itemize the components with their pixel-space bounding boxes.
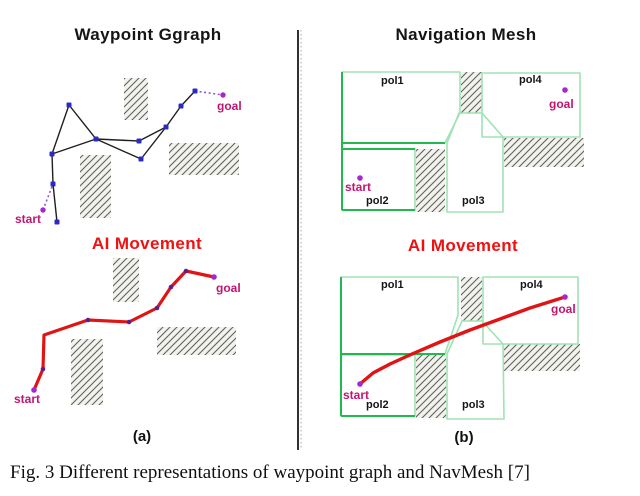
- goal-dot: [562, 87, 568, 93]
- pol1-label-navmesh: pol1: [381, 75, 404, 87]
- waypoint-node: [66, 102, 72, 108]
- waypoint-node: [192, 88, 198, 94]
- path-node: [40, 366, 46, 372]
- pol2-label-navmesh: pol2: [366, 195, 389, 207]
- waypoint-node: [136, 138, 142, 144]
- graph-edge: [165, 105, 182, 128]
- dashed-link: [42, 183, 54, 211]
- pol2-label-movement-b: pol2: [366, 399, 389, 411]
- pol3-label-navmesh: pol3: [462, 195, 485, 207]
- ai-movement-title-a: AI Movement: [91, 234, 203, 253]
- waypoint-node: [138, 156, 144, 162]
- waypoint-node: [49, 151, 55, 157]
- goal-dot: [220, 92, 226, 98]
- start-label-navmesh: start: [345, 180, 372, 194]
- movement-b-pol4-polygon: [482, 276, 579, 345]
- waypoint-graph-obstacle: [169, 143, 239, 175]
- navmesh-obstacle: [504, 138, 584, 167]
- pol3-label-movement-b: pol3: [462, 399, 485, 411]
- navmesh-pol4-polygon: [481, 72, 581, 138]
- start-dot: [357, 175, 363, 181]
- path-node: [183, 268, 189, 274]
- start-label-movement-a: start: [14, 392, 41, 406]
- panel-letter-b: (b): [454, 429, 474, 446]
- graph-edge: [138, 126, 167, 142]
- waypoint-node: [50, 181, 56, 187]
- waypoint-graph-title: Waypoint Ggraph: [74, 25, 222, 44]
- navigation-mesh-title: Navigation Mesh: [395, 25, 537, 44]
- dashed-link: [194, 90, 224, 96]
- pol4-label-movement-b: pol4: [520, 279, 543, 291]
- goal-dot: [211, 274, 217, 280]
- path-node: [85, 317, 91, 323]
- start-dot: [357, 381, 363, 387]
- path-node: [154, 305, 160, 311]
- graph-edge: [180, 90, 196, 107]
- movement-a-obstacle: [157, 327, 236, 355]
- goal-label-navmesh: goal: [549, 97, 574, 111]
- graph-edge: [51, 138, 97, 155]
- panel-letter-a: (a): [132, 428, 152, 445]
- movement-b-obstacle: [461, 277, 482, 321]
- movement-b-obstacle: [504, 344, 580, 371]
- movement-b-pol3-polygon: [446, 320, 505, 420]
- path-node: [168, 284, 174, 290]
- goal-label-waypoint: goal: [217, 99, 242, 113]
- start-label-waypoint: start: [15, 212, 42, 226]
- waypoint-graph-obstacle: [124, 78, 148, 120]
- goal-dot: [562, 294, 568, 300]
- waypoint-node: [54, 219, 60, 225]
- waypoint-node: [178, 103, 184, 109]
- graph-edge: [95, 138, 142, 160]
- path-node: [126, 319, 132, 325]
- goal-label-movement-b: goal: [551, 302, 576, 316]
- movement-b-obstacle: [416, 355, 446, 418]
- navmesh-obstacle: [461, 72, 482, 113]
- graph-edge: [140, 126, 167, 160]
- figure-caption: Fig. 3 Different representations of wayp…: [10, 462, 530, 483]
- graph-edge: [51, 153, 54, 185]
- movement-path-b: [358, 295, 567, 386]
- movement-a-obstacle: [71, 339, 103, 405]
- pol4-label-navmesh: pol4: [519, 74, 542, 86]
- pol1-label-movement-b: pol1: [381, 279, 404, 291]
- ai-movement-title-b: AI Movement: [407, 236, 519, 255]
- movement-a-obstacle: [113, 258, 139, 302]
- graph-edge: [95, 138, 140, 142]
- waypoint-graph-obstacle: [80, 155, 111, 218]
- start-dot: [31, 387, 37, 393]
- start-label-movement-b: start: [343, 388, 370, 402]
- graph-edge: [68, 104, 97, 140]
- waypoint-node: [93, 136, 99, 142]
- start-dot: [40, 207, 46, 213]
- waypoint-node: [163, 124, 169, 130]
- graph-edge: [52, 183, 58, 223]
- graph-edge: [51, 104, 70, 155]
- navmesh-obstacle: [416, 149, 445, 212]
- goal-label-movement-a: goal: [216, 281, 241, 295]
